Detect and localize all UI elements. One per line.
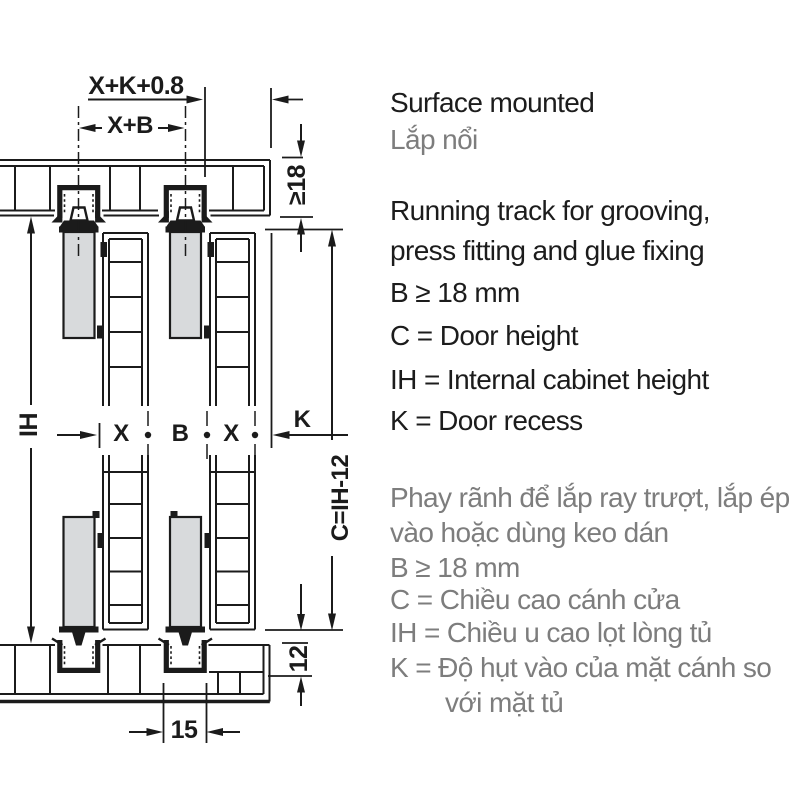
dim-label-track-width: 15	[170, 716, 198, 744]
legend-vi-note-line1: Phay rãnh để lắp ray trượt, lắp ép	[390, 482, 790, 513]
dim-label-door-height: C=IH-12	[327, 454, 354, 542]
dim-label-door-recess: K	[293, 406, 311, 433]
legend-vi-note-line2: vào hoặc dùng keo dán	[390, 517, 669, 548]
dim-label-axis-distance: X+B	[107, 112, 153, 139]
legend-en-spec-b: B ≥ 18 mm	[390, 277, 520, 308]
legend-vi-spec-k-line1: K = Độ hụt vào của mặt cánh so	[390, 652, 772, 683]
dim-label-panel-thickness: ≥18	[283, 164, 311, 206]
dim-label-gap-right: X	[223, 420, 239, 447]
centerlines	[77, 106, 187, 257]
dim-label-bottom-inset: 12	[285, 645, 313, 673]
cross-section-diagram	[0, 87, 348, 743]
legend-en-heading: Surface mounted	[390, 87, 595, 118]
bottom-panel	[0, 644, 271, 704]
dimension-lines	[27, 87, 348, 743]
dim-label-internal-height: IH	[15, 413, 43, 437]
legend-en-spec-ih: IH = Internal cabinet height	[390, 364, 709, 395]
top-panel	[0, 159, 271, 217]
back-door-right	[204, 232, 256, 631]
legend-vi-spec-ih: IH = Chiều u cao lọt lòng tủ	[390, 617, 712, 648]
legend-vi-spec-b: B ≥ 18 mm	[390, 552, 520, 583]
back-door-left	[97, 232, 149, 631]
dim-label-top-width: X+K+0.8	[88, 72, 184, 100]
legend-en-note-line1: Running track for grooving,	[390, 195, 711, 226]
legend-en-note-line2: press fitting and glue fixing	[390, 235, 705, 266]
dim-label-gap-center: B	[171, 420, 189, 447]
dim-label-gap-left: X	[113, 420, 129, 447]
legend-en-spec-c: C = Door height	[390, 320, 578, 351]
legend-vi-heading: Lắp nổi	[390, 124, 478, 155]
legend-vi-spec-c: C = Chiều cao cánh cửa	[390, 584, 680, 615]
legend-vi-spec-k-line2: với mặt tủ	[445, 687, 564, 718]
front-doors	[62, 230, 203, 629]
legend-en-spec-k: K = Door recess	[390, 405, 583, 436]
